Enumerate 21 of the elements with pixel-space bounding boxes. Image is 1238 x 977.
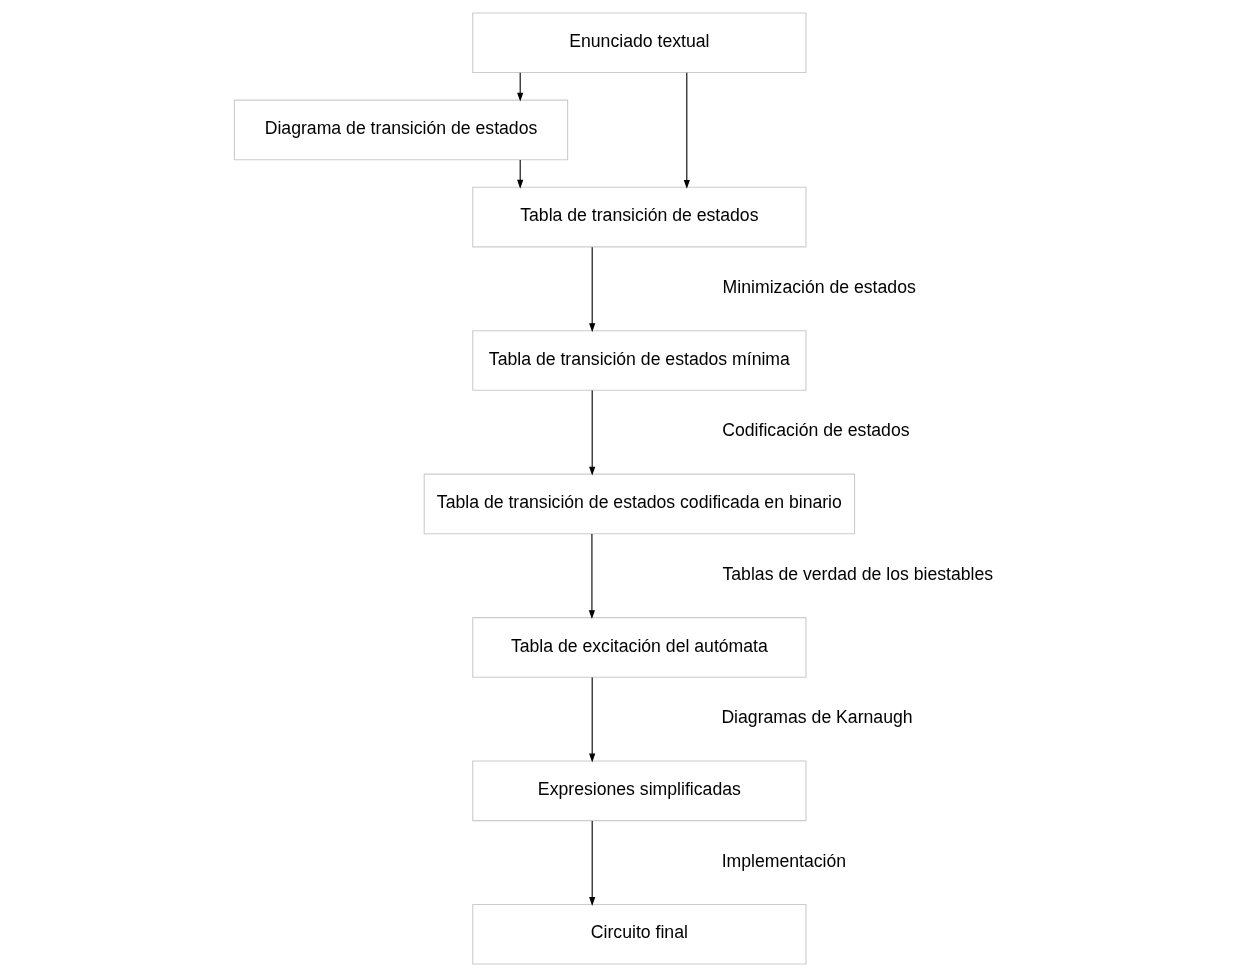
label: Diagramas de Karnaugh [720, 707, 913, 728]
arrow [588, 533, 595, 619]
arrow [683, 72, 690, 189]
node-box: Enunciado textual [471, 12, 806, 74]
arrow [516, 72, 523, 102]
node-box: Diagrama de transición de estados [233, 99, 568, 161]
label: Codificación de estados [721, 420, 910, 441]
arrow [588, 820, 595, 906]
arrow [516, 159, 523, 189]
node-box: Tabla de transición de estados codificada en binario [423, 473, 855, 535]
node-box: Tabla de transición de estados mínima [471, 330, 806, 391]
node-box: Circuito final [471, 903, 806, 965]
node-box: Tabla de transición de estados [471, 186, 806, 248]
arrow [588, 246, 595, 333]
label: Tablas de verdad de los biestables [722, 563, 993, 584]
label: Implementación [721, 850, 846, 871]
node-box: Expresiones simplificadas [471, 760, 806, 822]
node-box: Tabla de excitación del autómata [471, 617, 806, 678]
label: Minimización de estados [722, 276, 916, 297]
arrow [588, 390, 595, 476]
arrow [588, 676, 595, 763]
